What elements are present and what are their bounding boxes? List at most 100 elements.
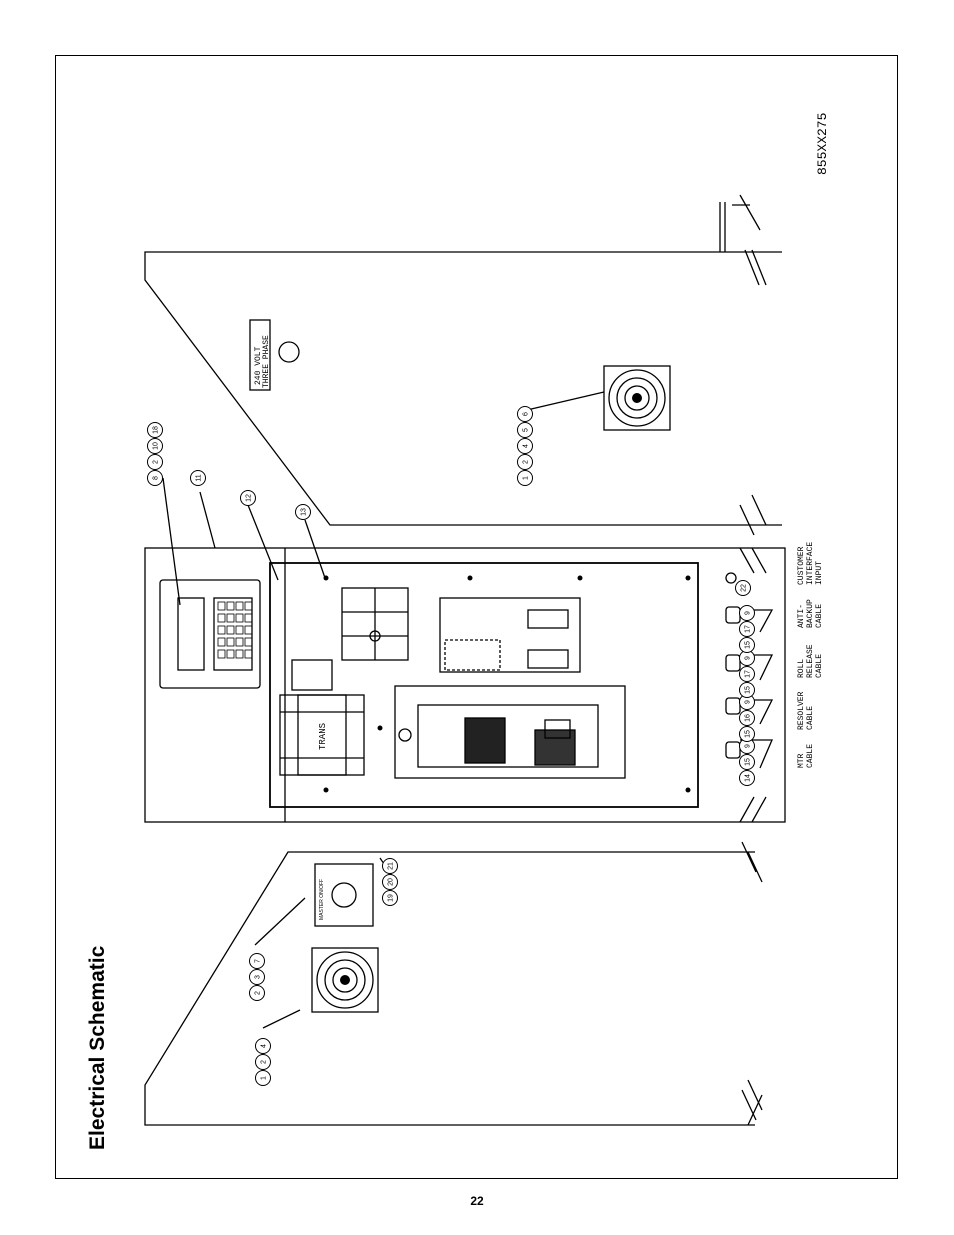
cable-resolver-label-2: CABLE — [806, 706, 815, 730]
callout-bubble — [382, 874, 398, 890]
callout-bubble — [517, 470, 533, 486]
left-fan — [311, 947, 379, 1013]
callout-bubble — [517, 438, 533, 454]
keypad-panel — [159, 579, 261, 689]
callout-number: 9 — [745, 700, 752, 704]
callout-bubble — [249, 985, 265, 1001]
trans-label: TRANS — [318, 723, 328, 750]
callout-number: 19 — [388, 894, 395, 902]
callout-number: 16 — [745, 714, 752, 722]
cable-mtr-label-1: MTR — [797, 753, 806, 768]
callout-number: 4 — [523, 444, 530, 448]
callout-bubble — [295, 504, 311, 520]
callout-bubble — [147, 422, 163, 438]
callout-number: 2 — [153, 460, 160, 464]
callout-bubble — [739, 666, 755, 682]
callout-number: 10 — [153, 442, 160, 450]
callout-bubble — [147, 470, 163, 486]
callout-number: 17 — [745, 625, 752, 633]
drive-board — [439, 597, 581, 673]
callout-number: 21 — [388, 862, 395, 870]
cable-roll-label-1: ROLL — [797, 659, 806, 678]
callout-number: 15 — [745, 758, 752, 766]
callout-number: 15 — [745, 641, 752, 649]
backplate — [269, 562, 699, 808]
left-door-break-top — [741, 1079, 763, 1126]
cable-customer-label-1: CUSTOMER — [797, 546, 806, 585]
callout-bubble — [739, 770, 755, 786]
callout-number: 4 — [261, 1044, 268, 1048]
cable-resolver-label-1: RESOLVER — [797, 691, 806, 730]
callout-bubble — [190, 470, 206, 486]
cable-customer-label-2: INTERFACE — [806, 542, 815, 585]
callout-bubble — [739, 605, 755, 621]
callout-bubble — [382, 858, 398, 874]
right-fan — [603, 365, 671, 431]
callout-bubble — [517, 454, 533, 470]
callout-bubble — [517, 406, 533, 422]
voltage-label-line2: THREE PHASE — [262, 335, 271, 388]
callout-bubble — [739, 710, 755, 726]
callout-bubble — [739, 726, 755, 742]
callout-number: 9 — [745, 744, 752, 748]
callout-bubble — [147, 454, 163, 470]
drawing-id: 855XX275 — [815, 113, 830, 175]
cable-mtr-label-2: CABLE — [806, 744, 815, 768]
callout-number: 5 — [523, 428, 530, 432]
callout-bubble — [739, 621, 755, 637]
callout-number: 17 — [745, 670, 752, 678]
callout-bubble — [517, 422, 533, 438]
callout-bubble — [739, 682, 755, 698]
callout-number: 14 — [745, 774, 752, 782]
callout-number: 3 — [255, 975, 262, 979]
callout-bubble — [735, 580, 751, 596]
callout-bubble — [249, 953, 265, 969]
master-switch-plate — [314, 863, 374, 927]
callout-number: 7 — [255, 959, 262, 963]
drawing-frame — [55, 55, 898, 1179]
callout-number: 13 — [301, 508, 308, 516]
callout-number: 18 — [153, 426, 160, 434]
callout-number: 2 — [523, 460, 530, 464]
voltage-label-line1: 240 VOLT — [254, 346, 263, 385]
switch-plate-text: MASTER ON/OFF — [319, 879, 325, 920]
callout-number: 20 — [388, 878, 395, 886]
callout-number: 15 — [745, 730, 752, 738]
callout-number: 1 — [261, 1076, 268, 1080]
callout-bubble — [255, 1070, 271, 1086]
callout-number: 22 — [741, 584, 748, 592]
right-door-break — [739, 494, 767, 536]
cable-roll-label-2: RELEASE — [806, 644, 815, 678]
cable-anti-label-3: CABLE — [815, 604, 824, 628]
callout-bubble — [147, 438, 163, 454]
callout-bubble — [249, 969, 265, 985]
callout-bubble — [255, 1054, 271, 1070]
callout-bubble — [240, 490, 256, 506]
callout-bubble — [255, 1038, 271, 1054]
callout-number: 12 — [246, 494, 253, 502]
callout-number: 2 — [261, 1060, 268, 1064]
callout-bubble — [739, 637, 755, 653]
cable-roll-label-3: CABLE — [815, 654, 824, 678]
enclosure-outline — [144, 547, 786, 823]
callout-number: 1 — [523, 476, 530, 480]
callout-number: 9 — [745, 611, 752, 615]
callout-number: 15 — [745, 686, 752, 694]
cable-customer-label-3: INPUT — [815, 561, 824, 585]
callout-bubble — [382, 890, 398, 906]
callout-number: 6 — [523, 412, 530, 416]
page-title: Electrical Schematic — [86, 945, 109, 1150]
page-number: 22 — [470, 1194, 484, 1208]
callout-number: 8 — [153, 476, 160, 480]
callout-number: 9 — [745, 656, 752, 660]
cable-anti-label-2: BACKUP — [806, 599, 815, 628]
callout-number: 11 — [196, 474, 203, 481]
cable-anti-label-1: ANTI- — [797, 604, 806, 628]
left-door-break-bottom — [741, 841, 763, 883]
left-door-outline — [144, 851, 755, 1126]
callout-bubble — [739, 754, 755, 770]
callout-number: 2 — [255, 991, 262, 995]
right-door-outline — [144, 251, 782, 526]
servo-drive — [394, 685, 626, 779]
